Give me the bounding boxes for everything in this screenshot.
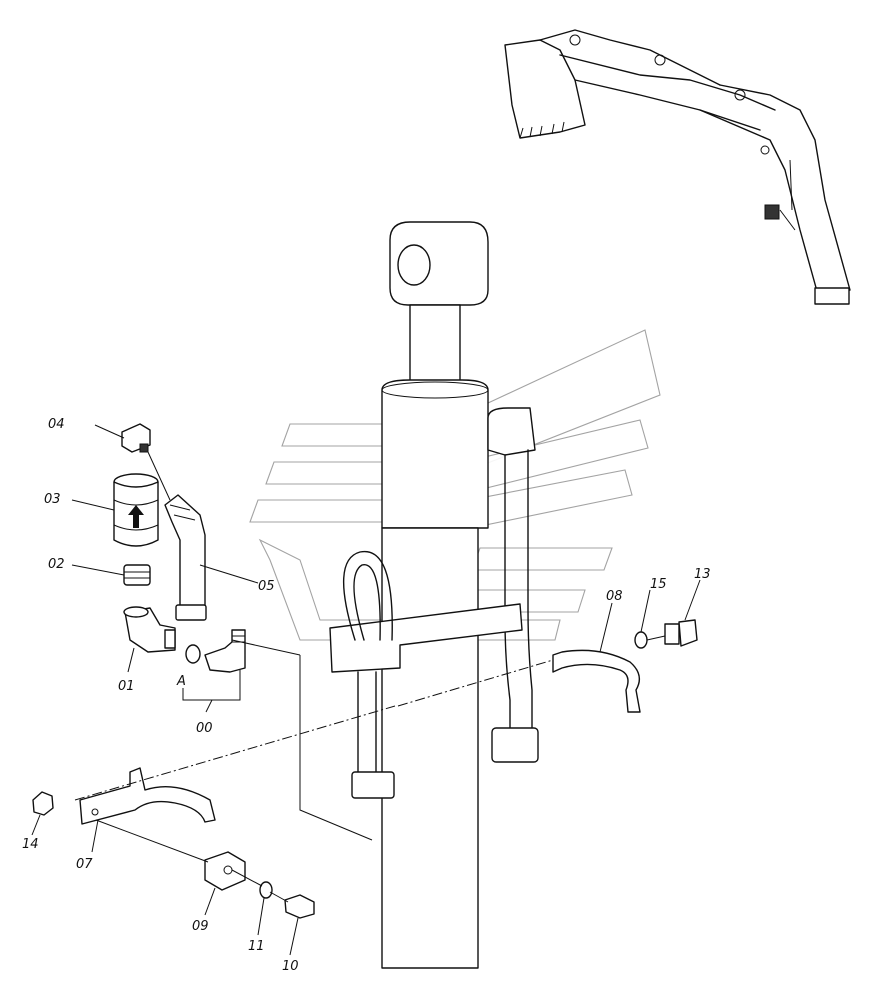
callout-08: 08 bbox=[606, 589, 623, 604]
callout-labels: 04 03 02 05 01 A 00 08 15 13 14 07 09 11… bbox=[22, 417, 711, 974]
part-15-washer bbox=[634, 589, 651, 649]
part-05-tube bbox=[147, 451, 259, 621]
callout-00: 00 bbox=[196, 721, 213, 736]
callout-04: 04 bbox=[48, 417, 65, 432]
callout-11: 11 bbox=[248, 939, 265, 954]
part-09-clamp-block bbox=[204, 851, 246, 916]
arrow-up-icon bbox=[128, 505, 144, 528]
callout-09: 09 bbox=[192, 919, 209, 934]
part-02-adapter bbox=[71, 564, 151, 586]
callout-detail-a: A bbox=[176, 674, 186, 689]
part-07-clamp bbox=[79, 767, 216, 853]
callout-03: 03 bbox=[44, 492, 61, 507]
callout-15: 15 bbox=[650, 577, 667, 592]
excavator-boom-thumbnail bbox=[504, 29, 851, 305]
callout-05: 05 bbox=[258, 579, 275, 594]
part-10-bolt bbox=[284, 894, 315, 956]
callout-10: 10 bbox=[282, 959, 299, 974]
part-01-elbow bbox=[123, 606, 176, 673]
part-14-nut bbox=[31, 791, 54, 836]
callout-14: 14 bbox=[22, 837, 39, 852]
assembly-lines bbox=[74, 635, 666, 903]
part-13-bolt bbox=[664, 579, 701, 647]
callout-07: 07 bbox=[76, 857, 93, 872]
callout-13: 13 bbox=[694, 567, 711, 582]
part-03-check-valve bbox=[71, 473, 159, 547]
hydraulic-cylinder bbox=[329, 221, 539, 969]
callout-01: 01 bbox=[118, 679, 135, 694]
part-00-elbow-fitting bbox=[182, 629, 246, 713]
part-08-clamp bbox=[552, 602, 641, 713]
part-04-elbow-fitting bbox=[94, 423, 151, 453]
callout-02: 02 bbox=[48, 557, 65, 572]
part-11-washer bbox=[257, 881, 273, 936]
o-ring bbox=[185, 644, 201, 664]
